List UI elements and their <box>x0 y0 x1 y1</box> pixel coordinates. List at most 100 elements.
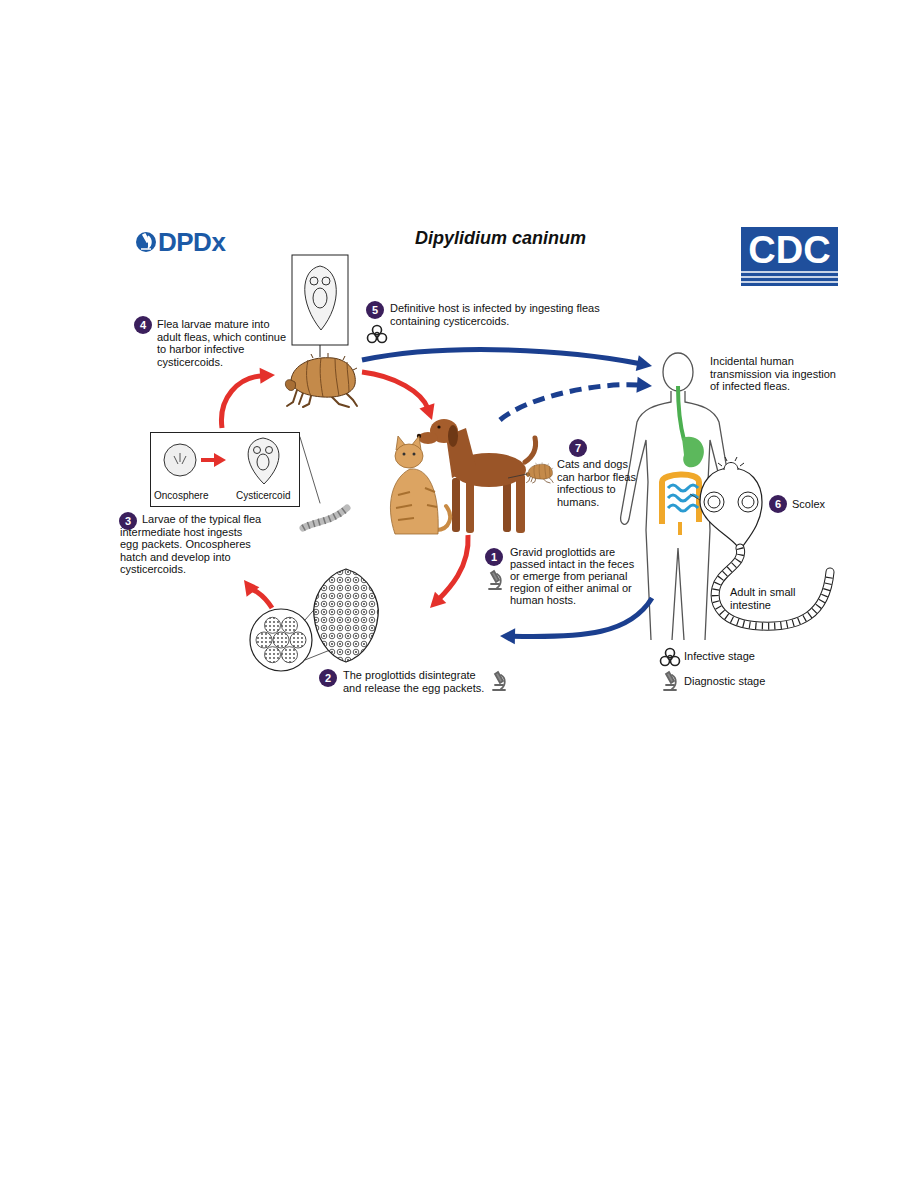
scolex-figure <box>708 496 720 508</box>
animal-host: 7Cats and dogs can harbor fleas infectio… <box>382 420 650 535</box>
step-text: Definitive host is infected by ingesting… <box>390 302 616 327</box>
arrow-line <box>500 385 640 420</box>
cat-figure <box>396 488 437 520</box>
oncosphere-drawing <box>254 447 261 454</box>
step-text: Gravid proglottids are passed intact in … <box>510 546 638 606</box>
diagnostic-stage-icon <box>493 672 505 690</box>
oncosphere-drawing <box>174 453 186 464</box>
scolex-figure <box>690 494 700 500</box>
arrow-head <box>260 368 275 384</box>
small-flea <box>526 462 553 483</box>
arrow-line <box>362 350 640 364</box>
logo-text: DPDx <box>158 228 225 256</box>
oncosphere-drawing <box>257 454 269 470</box>
cysticercoid-inset <box>313 288 327 308</box>
cat-figure <box>413 453 416 456</box>
flea-larva <box>300 437 320 503</box>
cdc-logo <box>741 227 838 286</box>
human-figure <box>663 353 693 391</box>
arrow-head <box>636 355 652 371</box>
cdc-logo <box>741 227 838 286</box>
egg-packets <box>282 617 298 633</box>
egg-packets <box>273 632 289 648</box>
oncosphere-drawing <box>201 458 216 462</box>
dog-figure <box>418 432 438 444</box>
arrow-line <box>251 589 272 608</box>
adult-tapeworm <box>715 548 830 626</box>
cdc-logo <box>741 272 838 282</box>
cysticercoid-inset <box>310 277 318 285</box>
oncosphere-drawing <box>164 444 196 476</box>
egg-packets <box>250 609 312 671</box>
cysticercoid-inset <box>292 255 348 345</box>
cysticercoid-inset <box>322 277 330 285</box>
oncosphere-inset: OncosphereCysticercoid <box>150 432 300 507</box>
oncosphere-drawing <box>248 438 279 484</box>
human-figure <box>662 474 699 524</box>
dog-figure <box>525 438 536 462</box>
life-cycle-arrow <box>430 535 468 608</box>
part-label: Adult in small intestine <box>730 586 802 611</box>
diagnostic-stage-icon <box>489 571 501 589</box>
arrow-line <box>438 535 468 600</box>
larva-stage: 3Larvae of the typical flea intermediate… <box>112 428 345 580</box>
arrow-head <box>636 377 652 393</box>
oncosphere-drawing <box>266 447 273 454</box>
step-text: The proglottids disintegrate and release… <box>343 669 488 694</box>
legend-text: Diagnostic stage <box>684 675 765 688</box>
step-text: Flea larvae mature into adult fleas, whi… <box>157 318 292 368</box>
egg-packets <box>256 617 306 662</box>
life-cycle-arrow <box>362 350 652 371</box>
egg-packet-stage: 2 The proglottids disintegrate and releas… <box>248 608 500 695</box>
cat-figure <box>390 436 450 534</box>
adult-tapeworm <box>715 548 830 626</box>
egg-packets <box>256 632 272 648</box>
egg-packets <box>282 647 298 663</box>
step-text: Oncosphere <box>154 490 214 503</box>
egg-packets <box>290 632 306 648</box>
adult-tapeworm <box>715 548 830 626</box>
flea-larva <box>303 508 347 528</box>
scolex-figure <box>700 468 762 546</box>
life-cycle-arrow <box>221 368 275 428</box>
step-text: Incidental human transmission via ingest… <box>710 355 845 393</box>
egg-packets <box>314 569 378 662</box>
adult-tapeworm <box>715 548 830 626</box>
legend-diagnostic-icon <box>664 672 676 690</box>
human-figure <box>678 522 682 535</box>
egg-packets <box>265 617 281 633</box>
oncosphere-drawing <box>214 453 226 467</box>
cat-figure <box>395 444 423 468</box>
dpdx-logo-icon <box>136 232 156 252</box>
dog-figure <box>448 425 458 447</box>
life-cycle-arrow <box>244 580 272 608</box>
dog-figure <box>452 478 460 532</box>
legend-infective-icon <box>661 649 680 666</box>
proglottid-step: 1 Gravid proglottids are passed intact in… <box>484 545 642 608</box>
egg-packets <box>250 569 378 671</box>
cysticercoid-inset <box>292 255 348 357</box>
life-cycle-arrow <box>362 372 434 420</box>
scolex-figure <box>724 463 738 471</box>
dog-figure <box>516 474 525 533</box>
leader-line <box>508 474 527 478</box>
dog-figure <box>437 425 440 428</box>
legend-text: Infective stage <box>684 650 755 663</box>
flea-larva <box>300 437 347 528</box>
logo-text: CDC <box>741 230 838 270</box>
scolex-figure <box>742 496 754 508</box>
dog-figure <box>466 478 474 533</box>
flea-larva <box>303 508 347 528</box>
diagram-title: Dipylidium caninum <box>415 227 586 249</box>
callout-number: 2 <box>319 669 337 687</box>
infective-stage-icon <box>368 326 387 343</box>
step-text: Cats and dogs can harbor fleas infectiou… <box>557 458 647 508</box>
cysticercoid-inset <box>305 266 337 330</box>
scolex-figure <box>690 457 762 546</box>
callout-number: 1 <box>485 548 503 566</box>
scolex-figure <box>718 457 744 466</box>
arrow-head <box>419 403 434 420</box>
callout-number: 6 <box>769 495 787 513</box>
egg-packets <box>265 647 281 663</box>
